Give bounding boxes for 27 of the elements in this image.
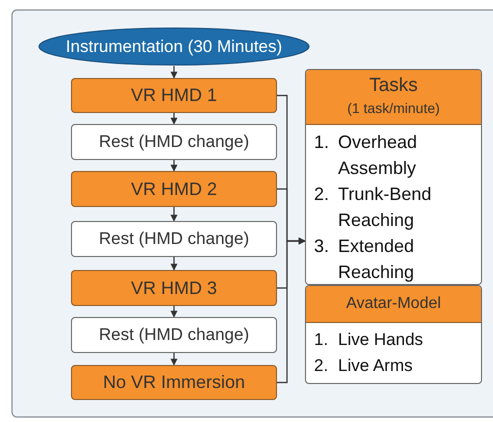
card-title: Avatar-Model bbox=[345, 294, 442, 314]
session-box: VR HMD 3 bbox=[71, 270, 277, 306]
arrow bbox=[170, 113, 178, 125]
task-card bbox=[305, 285, 482, 384]
arrow bbox=[170, 160, 178, 172]
arrow bbox=[170, 66, 178, 79]
task-card bbox=[305, 69, 482, 285]
list-item: 3. Extended Reaching bbox=[313, 235, 416, 284]
node-label: Instrumentation (30 Minutes) bbox=[66, 36, 282, 56]
arrow bbox=[170, 306, 178, 318]
arrow bbox=[277, 238, 306, 384]
card-title: Tasks bbox=[368, 74, 419, 98]
card-subtitle: (1 task/minute) bbox=[346, 99, 441, 118]
session-box: VR HMD 2 bbox=[71, 171, 277, 207]
rest-box: Rest (HMD change) bbox=[71, 124, 277, 160]
arrow bbox=[170, 207, 178, 222]
arrow bbox=[170, 353, 178, 366]
arrow bbox=[170, 257, 178, 271]
list-item: 1. Live Hands bbox=[313, 329, 424, 351]
rest-box: Rest (HMD change) bbox=[71, 221, 277, 257]
list-item: 1. Overhead Assembly bbox=[313, 131, 418, 180]
session-box: VR HMD 1 bbox=[71, 78, 277, 113]
list-item: 2. Live Arms bbox=[313, 355, 414, 377]
session-box: No VR Immersion bbox=[71, 365, 277, 400]
list-item: 2. Trunk-Bend Reaching bbox=[313, 183, 432, 232]
start-ellipse bbox=[38, 27, 310, 66]
rest-box: Rest (HMD change) bbox=[71, 317, 277, 353]
